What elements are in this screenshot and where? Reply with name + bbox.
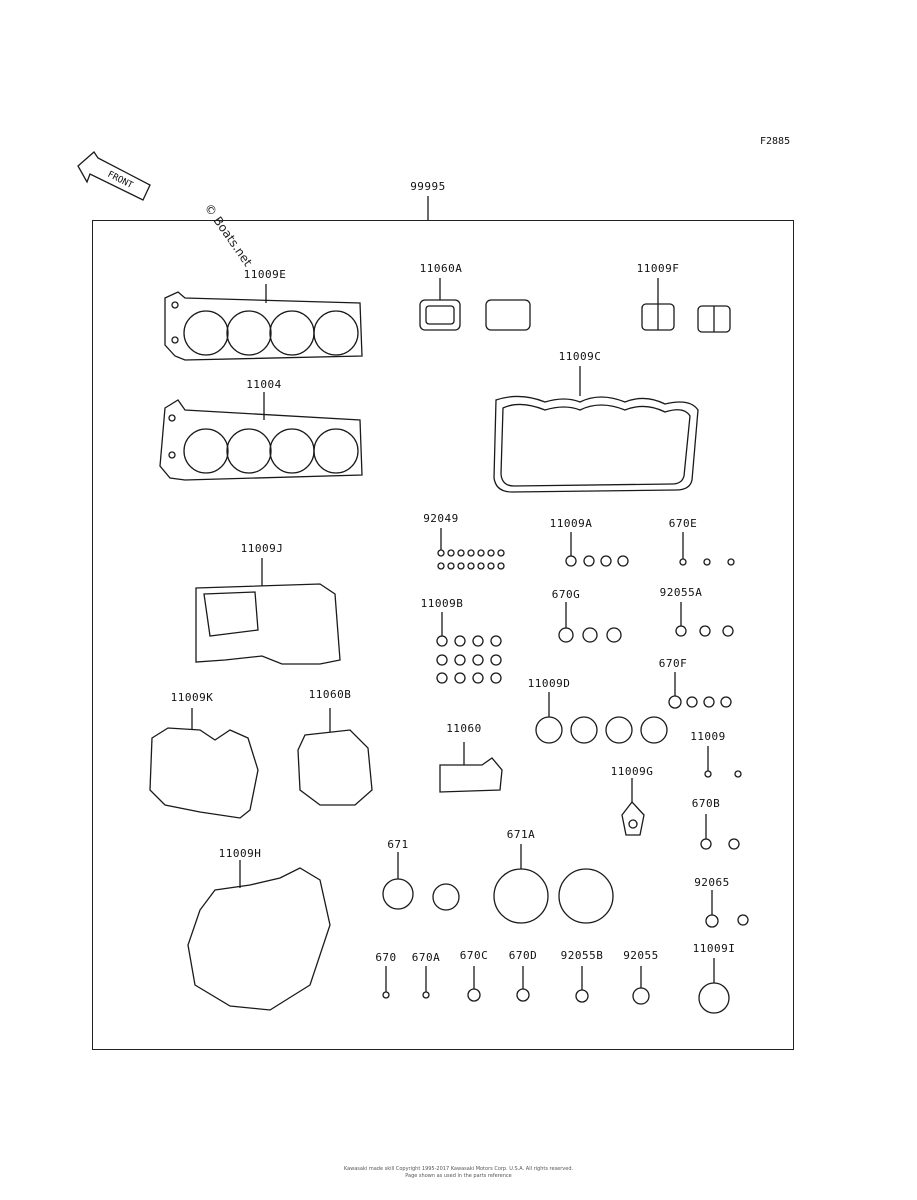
part-label: 11060A (419, 262, 463, 275)
part-label: 670D (508, 949, 538, 962)
rings-92055a-shape (675, 602, 734, 637)
gasket-11060b-shape (297, 708, 373, 806)
footer-line-2: Page shown as used in the parts referenc… (405, 1173, 512, 1179)
assembly-label: 99995 (410, 180, 446, 193)
part-label: 11009B (420, 597, 464, 610)
rings-670b-shape (700, 814, 740, 850)
rings-670e-shape (679, 532, 735, 566)
copyright-footer: Kawasaki made skill Copyright 1995-2017 … (0, 1166, 917, 1180)
part-label: 11004 (246, 378, 282, 391)
gasket-11009g-shape (621, 778, 645, 836)
part-label: 11009E (243, 268, 287, 281)
rings-11009a-shape (565, 532, 629, 567)
part-label: 11009G (610, 765, 654, 778)
part-label: 11009A (549, 517, 593, 530)
head-gasket-11004-shape (159, 392, 363, 481)
part-label: 11009I (692, 942, 736, 955)
gasket-11009k-shape (149, 708, 259, 819)
rings-670g-shape (558, 602, 622, 643)
o-rings-671a-shape (493, 844, 614, 924)
part-label: 11009D (527, 677, 571, 690)
part-label: 92055B (560, 949, 604, 962)
part-label: 11009F (636, 262, 680, 275)
part-label: 670C (459, 949, 489, 962)
seal-grid-92049-shape (437, 528, 505, 570)
clutch-cover-gasket-11009h-shape (187, 860, 331, 1011)
o-rings-671-shape (382, 852, 460, 911)
figure-code: F2885 (760, 136, 791, 147)
part-label: 92065 (694, 876, 730, 889)
rings-92065-shape (705, 890, 749, 928)
part-label: 11009 (690, 730, 726, 743)
part-label: 11009K (170, 691, 214, 704)
valve-cover-gasket-11009c-shape (493, 366, 699, 493)
part-label: 11060B (308, 688, 352, 701)
footer-line-1: Kawasaki made skill Copyright 1995-2017 … (343, 1166, 574, 1172)
part-label: 92049 (423, 512, 459, 525)
part-label: 92055 (623, 949, 659, 962)
seal-grid-11009b-shape (436, 612, 502, 684)
part-label: 670B (691, 797, 721, 810)
rings-670f-shape (668, 672, 732, 709)
assembly-frame (92, 220, 794, 1050)
rings-11009d-shape (535, 692, 668, 744)
head-gasket-11009e-shape (164, 284, 363, 361)
part-label: 671 (387, 838, 409, 851)
rings-bottom-row-shape (382, 958, 730, 1014)
front-arrow-icon: FRONT (77, 151, 151, 201)
part-label: 11009H (218, 847, 262, 860)
part-label: 11060 (446, 722, 482, 735)
part-label: 670F (658, 657, 688, 670)
part-label: 670E (668, 517, 698, 530)
part-label: 671A (506, 828, 536, 841)
part-label: 92055A (659, 586, 703, 599)
oil-pan-gasket-11009j-shape (195, 558, 341, 665)
rings-11009-shape (704, 746, 742, 778)
gasket-11009f-shape (641, 278, 731, 333)
part-label: 670A (411, 951, 441, 964)
gasket-11060a-shape (419, 278, 531, 331)
part-label: 670 (375, 951, 397, 964)
part-label: 11009J (240, 542, 284, 555)
part-label: 670G (551, 588, 581, 601)
part-label: 11009C (558, 350, 602, 363)
gasket-11060-shape (439, 742, 503, 793)
